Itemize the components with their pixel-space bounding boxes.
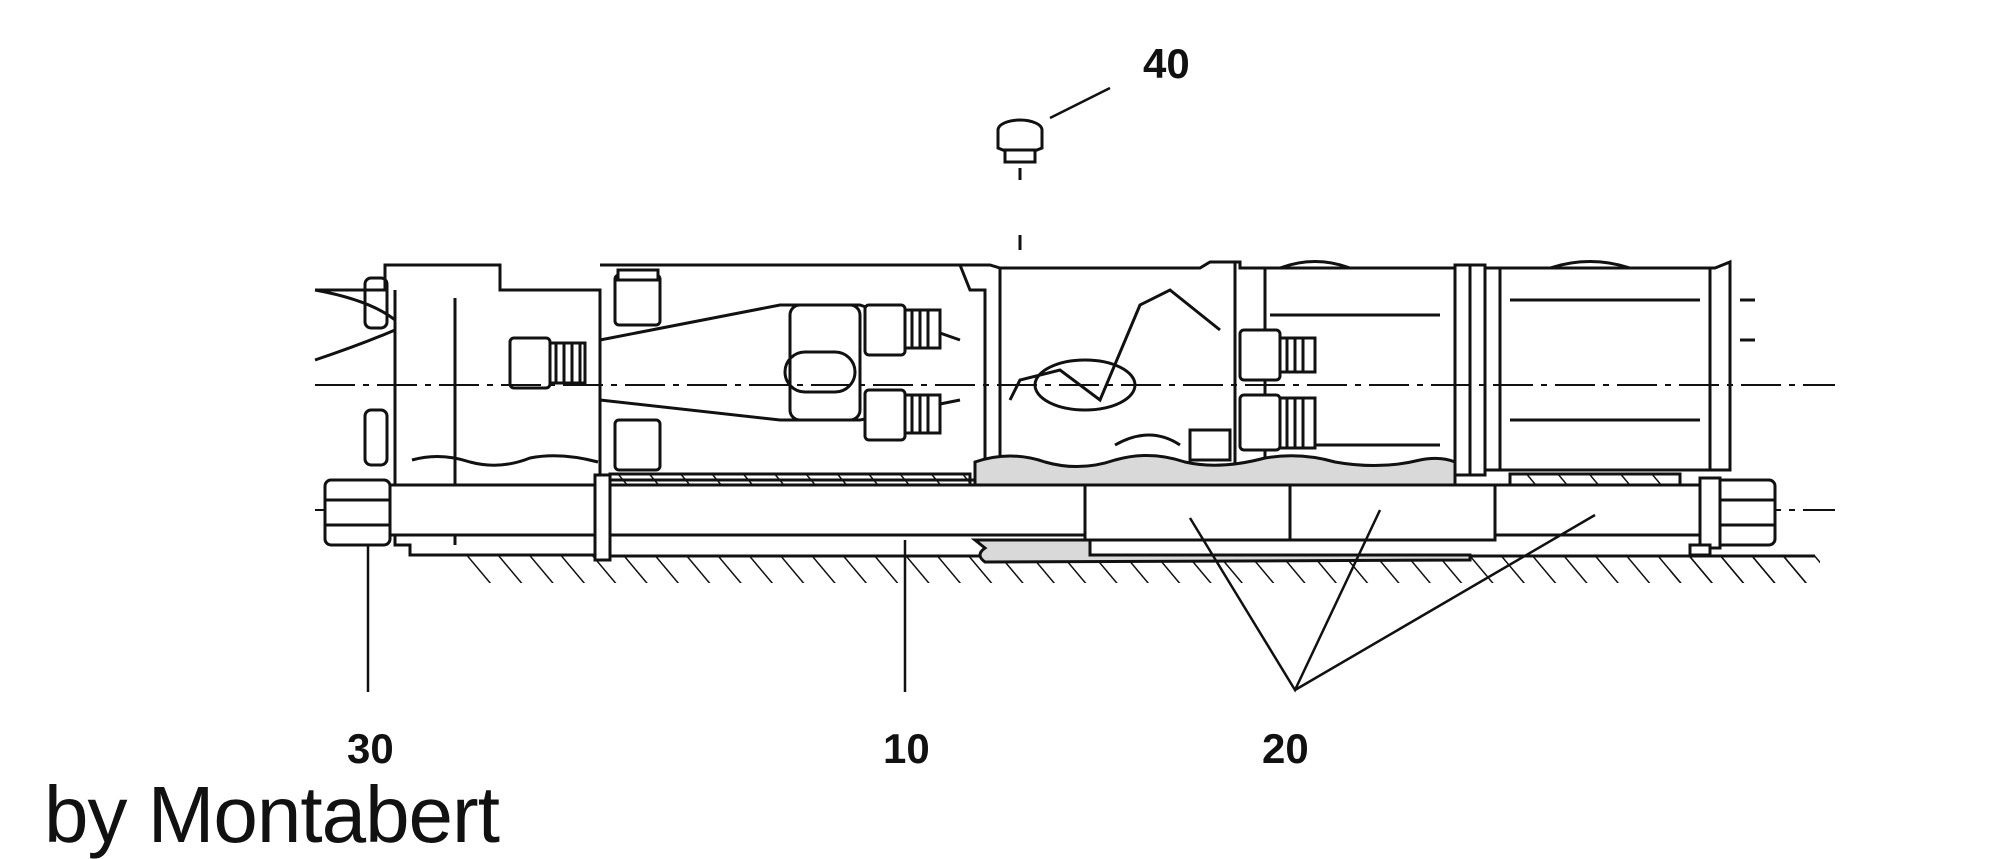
through-bolt — [323, 473, 1777, 562]
callout-30: 30 — [347, 725, 394, 772]
plug-part — [996, 118, 1044, 250]
leader-lines — [366, 86, 1596, 693]
callout-20: 20 — [1262, 725, 1309, 772]
callout-10: 10 — [883, 725, 930, 772]
credit-text: by Montabert — [44, 770, 500, 859]
callout-40: 40 — [1143, 40, 1190, 87]
hydraulic-fittings — [508, 268, 1317, 472]
